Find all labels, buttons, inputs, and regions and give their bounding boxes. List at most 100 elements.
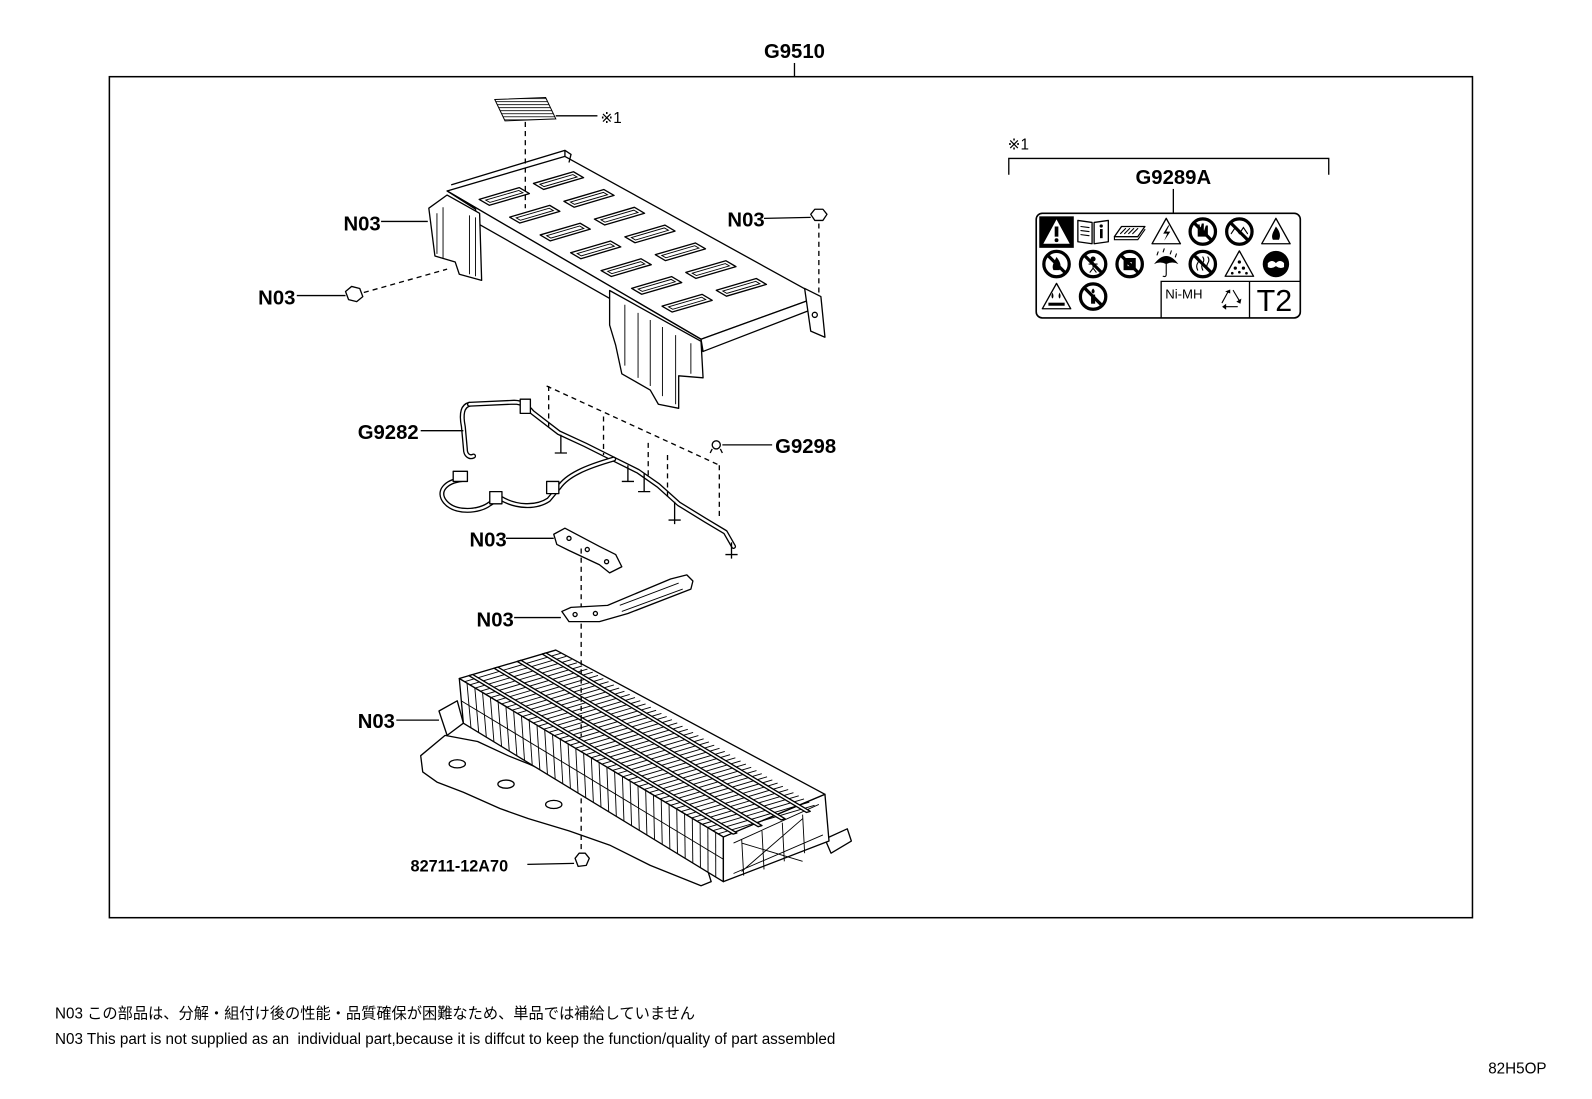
tray-slot-inner xyxy=(721,280,761,294)
harness-connector xyxy=(545,480,560,495)
battery-cell-line xyxy=(464,652,562,683)
battery-cell-line xyxy=(554,706,651,737)
tray-slot xyxy=(624,224,676,244)
battery-cell-line xyxy=(680,782,778,812)
tray-end-tab-hole xyxy=(811,311,818,319)
battery-cell-line xyxy=(665,773,762,803)
battery-cell-line xyxy=(654,766,752,797)
assembly-frame xyxy=(108,75,1474,919)
battery-base-tab xyxy=(824,828,853,854)
eye-protection-icon xyxy=(1262,250,1290,278)
tray-slot-inner xyxy=(606,261,646,275)
tray-slot-inner xyxy=(538,174,579,188)
tray-front-bracket-ribs xyxy=(624,304,692,405)
battery-front-band xyxy=(461,700,724,860)
battery-cell-line xyxy=(559,709,657,740)
battery-cell-line xyxy=(622,747,720,778)
caution-label-note-mark: ※1 xyxy=(1008,136,1029,153)
battery-cell-line xyxy=(707,798,805,828)
caution-label-info-box xyxy=(1160,280,1301,318)
battery-cell-line xyxy=(712,801,810,832)
callout-tray-nut: N03 xyxy=(727,210,764,232)
footnote-english: N03 This part is not supplied as an indi… xyxy=(55,1031,835,1048)
battery-cell-line xyxy=(548,703,646,733)
no-children-icon xyxy=(1078,249,1108,279)
battery-cell-line xyxy=(638,757,736,787)
callout-lower-bracket: N03 xyxy=(477,610,514,632)
tray-slot-inner xyxy=(630,227,670,241)
battery-cell-line xyxy=(480,662,578,692)
battery-cell-line xyxy=(543,700,641,730)
label-sheet-note-mark: ※1 xyxy=(600,110,621,127)
battery-front-cells xyxy=(461,683,724,877)
battery-end-plate xyxy=(438,700,465,737)
upper-bracket xyxy=(553,527,623,574)
bottom-nut xyxy=(574,852,590,868)
label-sheet xyxy=(494,96,557,122)
tray-bolt xyxy=(344,285,364,303)
battery-cell-line xyxy=(585,725,683,756)
tray-slot xyxy=(685,260,737,280)
no-fire-icon xyxy=(1042,249,1071,279)
battery-top-rail xyxy=(541,652,811,814)
no-open-flame-icon xyxy=(1078,282,1108,311)
battery-type: Ni-MH xyxy=(1165,287,1202,302)
tray-slot xyxy=(539,222,591,242)
no-short-circuit-icon xyxy=(1225,217,1254,246)
battery-cell-line xyxy=(496,671,593,702)
tray-slot xyxy=(478,186,531,206)
battery-cell-line xyxy=(596,731,694,762)
tray-nut xyxy=(810,208,828,222)
tray-slot-inner xyxy=(637,278,677,292)
battery-cell-line xyxy=(527,690,625,721)
harness-connector xyxy=(489,490,503,505)
tray-front-bracket xyxy=(608,289,704,409)
callout-bottom-nut: 82711-12A70 xyxy=(411,857,509,875)
explosive-gas-icon xyxy=(1224,250,1255,277)
battery-cell-line xyxy=(612,741,710,771)
battery-cell-line xyxy=(686,785,784,816)
tray-slot xyxy=(593,206,646,226)
grade-mark: T2 xyxy=(1257,284,1293,318)
tray-slot-inner xyxy=(484,189,525,203)
battery-cell-line xyxy=(580,722,678,752)
callout-tray-end-bracket: N03 xyxy=(344,214,381,236)
battery-top-rail xyxy=(516,659,786,821)
read-manual-icon xyxy=(1077,219,1109,245)
battery-cell-line xyxy=(717,804,815,835)
keep-dry-icon xyxy=(1154,248,1179,278)
no-touch-icon xyxy=(1188,217,1218,246)
tray-slot xyxy=(715,277,768,297)
assembly-part-number: G9510 xyxy=(764,41,825,63)
callout-harness-clip: G9298 xyxy=(775,436,836,458)
callout-wire-harness: G9282 xyxy=(358,422,419,444)
battery-end-ribs xyxy=(733,804,824,876)
footnote-japanese: N03 この部品は、分解・組付け後の性能・品質確保が困難なため、単品では補給して… xyxy=(55,1005,695,1023)
tray-back-flange xyxy=(450,149,572,186)
drawing-code: 82H5OP xyxy=(1488,1061,1546,1078)
tray-end-plate xyxy=(428,194,483,281)
tray-slot xyxy=(509,204,561,224)
corrosive-icon xyxy=(1041,282,1072,310)
high-voltage-icon xyxy=(1151,217,1182,245)
callout-tray-bolt: N03 xyxy=(258,288,295,310)
battery-top-cells xyxy=(464,652,815,835)
leader-tray-nut xyxy=(763,216,811,220)
battery-cell-line xyxy=(617,744,715,775)
battery-cell-line xyxy=(575,719,673,749)
battery-cell-line xyxy=(675,779,773,809)
recycle-icon xyxy=(1221,289,1242,310)
flammable-icon xyxy=(1261,217,1291,245)
battery-cell-line xyxy=(469,655,567,686)
battery-cell-line xyxy=(696,792,794,822)
no-heat-icon xyxy=(1188,249,1218,279)
manual-booklet-icon xyxy=(1113,225,1146,241)
no-disassembly-icon xyxy=(1115,249,1144,279)
battery-cell-line xyxy=(522,687,620,717)
tray-slot-inner xyxy=(515,207,555,221)
caution-label-part-number: G9289A xyxy=(1136,167,1212,189)
tray-slot xyxy=(532,171,585,191)
tray-slot-inner xyxy=(599,209,640,223)
harness-clip xyxy=(709,440,723,454)
battery-cell-line xyxy=(659,770,757,800)
